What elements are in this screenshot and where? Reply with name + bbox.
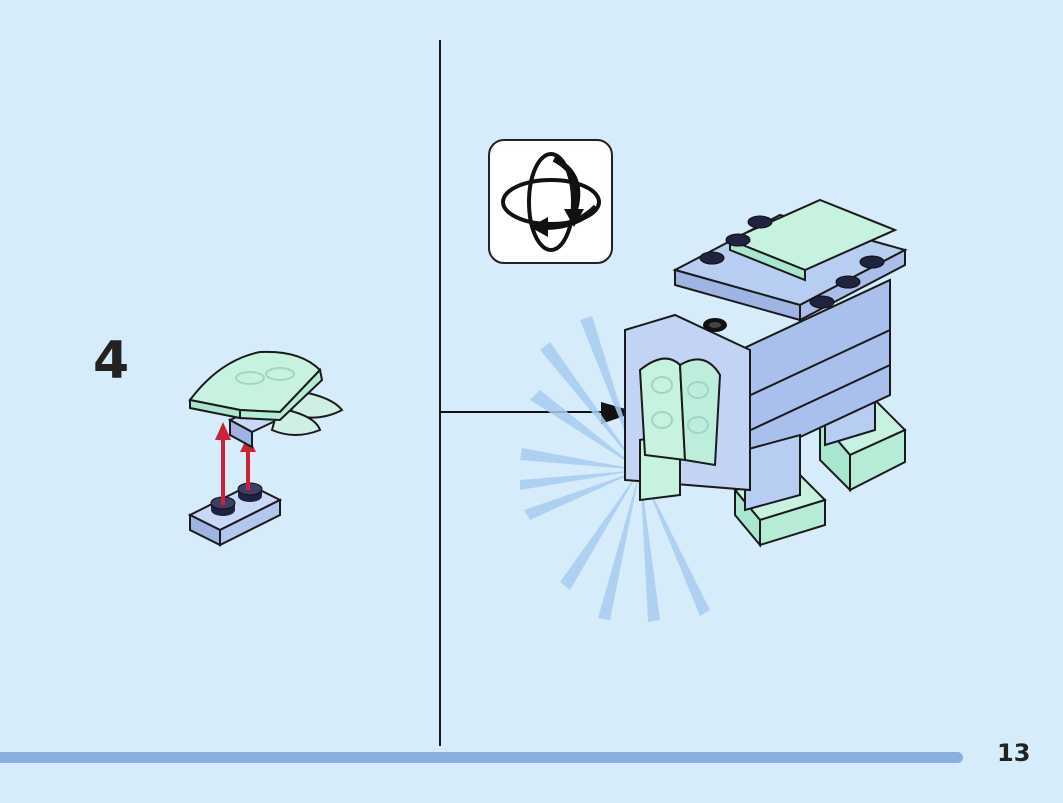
page-number: 13 (997, 739, 1031, 767)
model-illustration (624, 198, 908, 548)
sub-assembly-illustration (187, 350, 344, 547)
footer-progress-bar (0, 752, 963, 763)
panel-divider (439, 40, 441, 746)
rotate-model-icon (488, 139, 613, 264)
step-number: 4 (93, 331, 130, 391)
